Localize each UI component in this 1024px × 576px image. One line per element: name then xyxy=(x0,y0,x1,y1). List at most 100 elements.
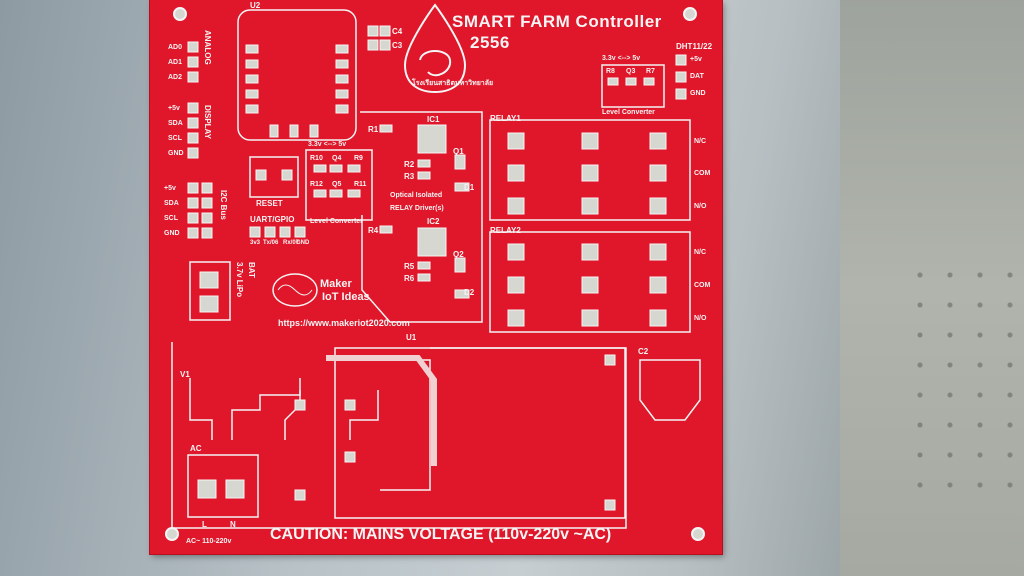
label-r1: R1 xyxy=(368,125,379,134)
i2c-pin-sda: SDA xyxy=(164,200,179,207)
relay2-outline xyxy=(489,231,691,333)
label-u1: U1 xyxy=(406,333,417,342)
label-relay1: RELAY1 xyxy=(490,114,521,123)
uart-pin-tx: Tx/06 xyxy=(263,240,279,246)
dht-pin-5v: +5v xyxy=(690,56,702,63)
label-ic1: IC1 xyxy=(427,115,440,124)
label-r7: R7 xyxy=(646,68,655,75)
teardrop-logo xyxy=(403,3,467,94)
analog-pin-0: AD0 xyxy=(168,44,183,51)
analog-pin-1: AD1 xyxy=(168,59,183,66)
display-pin-5v: +5v xyxy=(168,105,180,112)
label-r9: R9 xyxy=(354,155,363,162)
label-uart: UART/GPIO xyxy=(250,215,295,224)
analog-pin-2: AD2 xyxy=(168,74,183,81)
mount-hole-bottom-right xyxy=(691,527,705,541)
display-pin-scl: SCL xyxy=(168,135,182,142)
thai-school-text: โรงเรียนสาธิตมหาวิทยาลัย xyxy=(412,80,494,87)
label-dht: DHT11/22 xyxy=(676,42,713,51)
uart-pin-rx: Rx/07 xyxy=(283,240,300,246)
ac-range: AC~ 110-220v xyxy=(186,538,232,545)
optical-line-2: RELAY Driver(s) xyxy=(390,205,444,212)
relay1-no: N/O xyxy=(694,203,707,210)
brand-line-1: Maker xyxy=(320,278,352,290)
dht-pin-dat: DAT xyxy=(690,73,704,80)
isolation-slot xyxy=(326,355,437,466)
ac-terminal-outline xyxy=(187,454,259,518)
label-display: DISPLAY xyxy=(203,105,212,139)
label-r6: R6 xyxy=(404,274,415,283)
label-relay2: RELAY2 xyxy=(490,226,521,235)
optical-line-1: Optical Isolated xyxy=(390,192,443,199)
label-r12: R12 xyxy=(310,181,323,188)
label-c4: C4 xyxy=(392,27,403,36)
level-right-bottom: Level Converter xyxy=(602,109,655,116)
board-title: SMART FARM Controller xyxy=(452,12,662,31)
label-analog: ANALOG xyxy=(203,30,212,65)
label-d2: D2 xyxy=(464,288,475,297)
relay2-com: COM xyxy=(694,282,711,289)
display-pin-gnd: GND xyxy=(168,150,184,157)
label-r4: R4 xyxy=(368,226,379,235)
board-year: 2556 xyxy=(470,33,510,52)
relay2-nc: N/C xyxy=(694,249,707,256)
relay1-outline xyxy=(489,119,691,221)
ac-l: L xyxy=(202,520,207,529)
label-d1: D1 xyxy=(464,183,475,192)
battery-connector-outline xyxy=(189,261,231,321)
label-r11: R11 xyxy=(354,181,367,188)
mount-hole-bottom-left xyxy=(165,527,179,541)
label-bat: BAT xyxy=(247,262,256,278)
level-right-top: 3.3v <--> 5v xyxy=(602,55,641,62)
label-ic2: IC2 xyxy=(427,217,440,226)
brand-line-2: IoT Ideas xyxy=(322,291,370,303)
label-r5: R5 xyxy=(404,262,415,271)
level-left-top: 3.3v <--> 5v xyxy=(308,141,347,148)
i2c-pin-5v: +5v xyxy=(164,185,176,192)
u2-module-outline xyxy=(237,9,357,141)
brain-logo xyxy=(272,273,318,307)
i2c-pin-gnd: GND xyxy=(164,230,180,237)
label-i2c: I2C Bus xyxy=(219,190,228,220)
relay1-com: COM xyxy=(694,170,711,177)
label-v1: V1 xyxy=(180,370,190,379)
label-q5: Q5 xyxy=(332,181,342,188)
caution-text: CAUTION: MAINS VOLTAGE (110v-220v ~AC) xyxy=(270,526,612,543)
label-r3: R3 xyxy=(404,172,415,181)
pcb-artwork xyxy=(165,3,705,541)
label-c3: C3 xyxy=(392,41,403,50)
label-q2: Q2 xyxy=(453,250,464,259)
relay2-no: N/O xyxy=(694,315,707,322)
label-r8: R8 xyxy=(606,68,615,75)
optical-area-outline xyxy=(360,111,483,323)
i2c-pin-scl: SCL xyxy=(164,215,178,222)
relay1-nc: N/C xyxy=(694,138,707,145)
label-r10: R10 xyxy=(310,155,323,162)
label-q1: Q1 xyxy=(453,147,464,156)
label-ac: AC xyxy=(190,444,202,453)
board-url: https://www.makeriot2020.com xyxy=(278,318,410,328)
pcb-board: SMART FARM Controller 2556 โรงเรียนสาธิต… xyxy=(150,0,722,554)
power-module-outline xyxy=(334,347,626,519)
level-converter-right-outline xyxy=(601,64,665,108)
ac-n: N xyxy=(230,520,236,529)
power-section-outline xyxy=(171,342,627,529)
mount-hole-top-right xyxy=(683,7,697,21)
label-u2: U2 xyxy=(250,1,261,10)
label-lipo: 3.7v LiPo xyxy=(235,262,244,298)
pegboard-holes xyxy=(905,260,1015,510)
uart-pin-3v3: 3v3 xyxy=(250,240,261,246)
level-converter-left-outline xyxy=(305,149,373,221)
c2-outline xyxy=(639,359,701,421)
label-reset: RESET xyxy=(256,199,283,208)
display-pin-sda: SDA xyxy=(168,120,183,127)
mount-hole-top-left xyxy=(173,7,187,21)
dht-pin-gnd: GND xyxy=(690,90,706,97)
reset-button-outline xyxy=(249,156,299,198)
label-q4: Q4 xyxy=(332,155,342,162)
uart-pin-gnd: GND xyxy=(296,240,310,246)
label-q3: Q3 xyxy=(626,68,636,75)
label-c2: C2 xyxy=(638,347,649,356)
level-left-bottom: Level Converter xyxy=(310,218,363,225)
label-r2: R2 xyxy=(404,160,415,169)
